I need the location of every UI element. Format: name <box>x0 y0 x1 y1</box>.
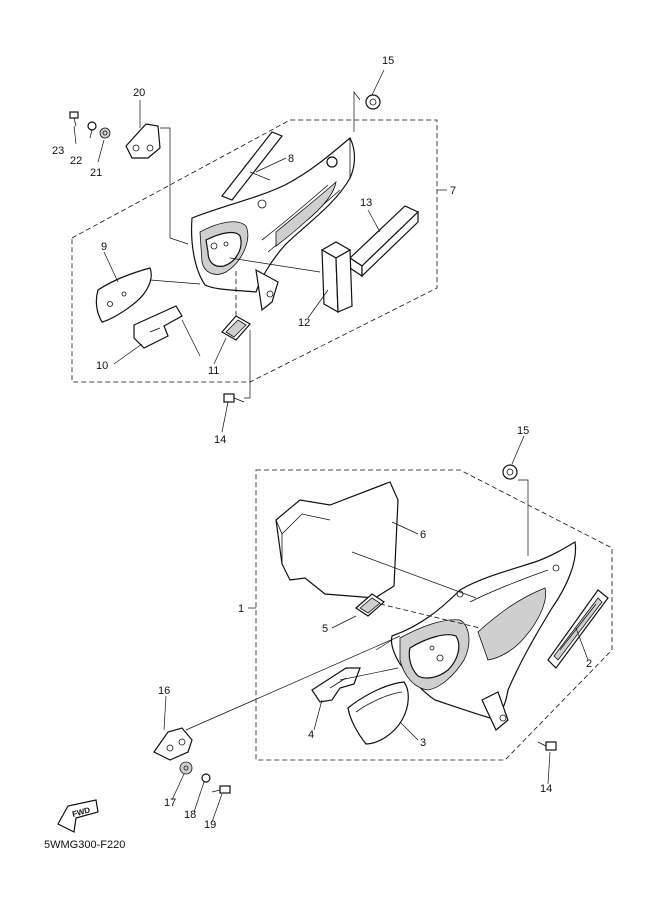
part-14-bolt-bottom <box>537 741 557 751</box>
part-20-bracket <box>125 123 161 159</box>
callout-10: 10 <box>96 360 108 372</box>
part-17-nut <box>179 761 193 775</box>
part-8-strip <box>221 131 283 201</box>
part-14-bolt-top <box>223 393 245 403</box>
callout-labels: 15 20 23 22 21 8 7 13 9 12 10 11 14 15 6… <box>52 55 592 831</box>
part-4-pad <box>311 667 361 703</box>
callout-9: 9 <box>101 241 107 253</box>
figure-code: 5WMG300-F220 <box>44 839 125 851</box>
callout-2: 2 <box>586 658 592 670</box>
fwd-arrow-icon: FWD <box>57 799 99 833</box>
part-23-screw <box>69 111 79 127</box>
callout-1: 1 <box>238 603 244 615</box>
callout-21: 21 <box>90 167 102 179</box>
part-9-emblem-plate <box>95 267 152 323</box>
callout-23: 23 <box>52 145 64 157</box>
callout-14-top: 14 <box>214 434 226 446</box>
callout-18: 18 <box>184 809 196 821</box>
callout-16: 16 <box>158 685 170 697</box>
assembly-bottom-outline <box>255 469 613 761</box>
part-11-damper <box>221 315 251 341</box>
assembly-top-outline <box>71 119 438 383</box>
assembly-bottom <box>153 464 613 794</box>
part-18-collar <box>201 773 211 783</box>
callout-13: 13 <box>360 197 372 209</box>
part-12-foam-block <box>320 241 353 314</box>
callout-20: 20 <box>133 87 145 99</box>
callout-11: 11 <box>208 365 219 377</box>
callout-leaders <box>73 69 589 823</box>
callout-19: 19 <box>204 819 216 831</box>
callout-14-bottom: 14 <box>540 783 552 795</box>
part-19-screw <box>211 785 231 794</box>
part-21-nut <box>99 127 111 139</box>
callout-4: 4 <box>308 729 314 741</box>
callout-15-bottom: 15 <box>517 425 529 437</box>
callout-22: 22 <box>70 155 82 167</box>
part-3-cover-plate <box>347 681 409 745</box>
part-1-side-cover <box>390 541 577 731</box>
part-6-pad-sheet <box>275 481 399 599</box>
assembly-top <box>69 90 447 403</box>
part-16-bracket <box>153 727 193 761</box>
callout-7: 7 <box>450 185 456 197</box>
part-5-damper <box>355 593 385 617</box>
callout-3: 3 <box>420 737 426 749</box>
part-15-grommet-top <box>365 94 381 110</box>
callout-15-top: 15 <box>382 55 394 67</box>
callout-12: 12 <box>298 317 310 329</box>
callout-17: 17 <box>164 797 176 809</box>
callout-8: 8 <box>288 153 294 165</box>
part-10-pad <box>133 305 183 349</box>
part-13-foam-block <box>349 205 420 278</box>
part-2-emblem <box>547 589 609 669</box>
part-15-grommet-bottom <box>502 464 518 480</box>
callout-6: 6 <box>420 529 426 541</box>
part-22-collar <box>87 121 97 131</box>
callout-5: 5 <box>322 623 328 635</box>
part-7-side-cover <box>190 137 356 312</box>
